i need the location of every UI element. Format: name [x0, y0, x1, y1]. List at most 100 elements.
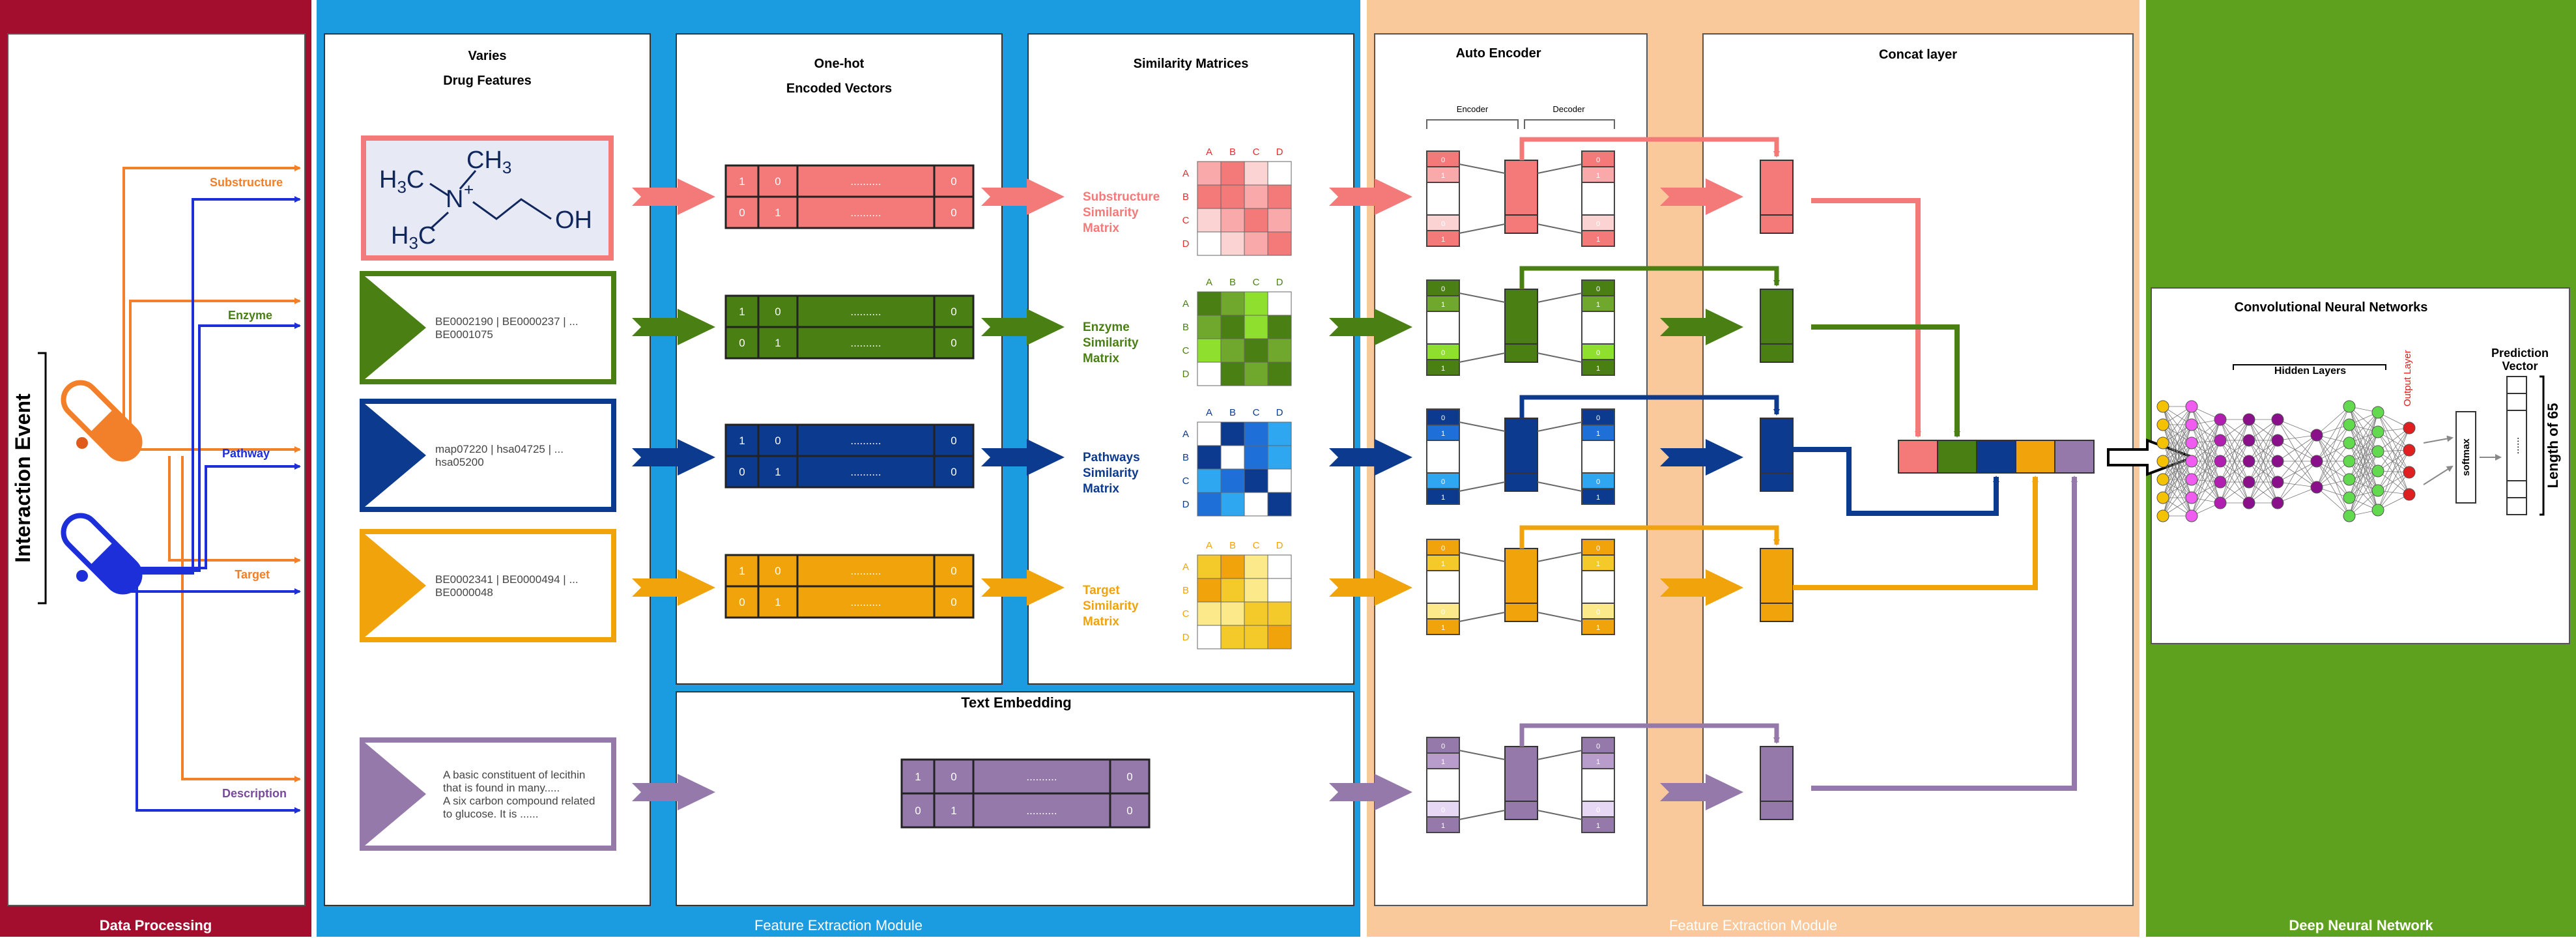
neuron	[2343, 436, 2356, 449]
svg-text:1: 1	[1441, 494, 1445, 502]
svg-text:C: C	[1182, 476, 1190, 487]
neuron	[2185, 509, 2198, 522]
neuron	[2214, 455, 2227, 468]
header-onehot: One-hot	[814, 57, 865, 71]
svg-text:1: 1	[775, 466, 780, 478]
softmax-label: softmax	[2461, 438, 2472, 476]
feature-box-target: BE0002341 | BE0000494 | ...BE0000048	[360, 529, 616, 642]
svg-text:0: 0	[1596, 806, 1600, 814]
neuron	[2310, 481, 2323, 494]
neuron	[2343, 455, 2356, 468]
svg-text:..........: ..........	[1026, 771, 1057, 783]
svg-text:0: 0	[951, 306, 956, 318]
neuron	[2271, 413, 2284, 426]
prediction-label-1: Prediction	[2491, 347, 2549, 360]
svg-text:1: 1	[1596, 365, 1600, 373]
svg-text:0: 0	[1596, 220, 1600, 228]
neuron	[2242, 413, 2255, 426]
feature-text: BE0002190 | BE0000237 | ...	[435, 315, 579, 328]
svg-text:0: 0	[739, 207, 745, 219]
svg-text:1: 1	[951, 805, 956, 817]
svg-text:0: 0	[1441, 478, 1445, 486]
svg-text:0: 0	[1441, 608, 1445, 616]
feature-text: to glucose. It is ......	[443, 808, 538, 820]
neuron	[2371, 484, 2384, 497]
svg-text:0: 0	[1596, 608, 1600, 616]
feature-extraction-label: Feature Extraction Module	[754, 917, 923, 933]
svg-text:0: 0	[739, 337, 745, 349]
arrow-onehot-target	[981, 569, 1065, 606]
similarity-label: Enzyme	[1083, 320, 1130, 334]
neuron	[2242, 476, 2255, 489]
neuron	[2371, 445, 2384, 458]
svg-text:0: 0	[1441, 349, 1445, 357]
svg-text:0: 0	[1126, 771, 1132, 783]
neuron	[2156, 436, 2169, 449]
neuron	[2185, 436, 2198, 449]
svg-text:..........: ..........	[850, 466, 881, 478]
svg-text:1: 1	[1441, 236, 1445, 244]
similarity-label: Substructure	[1083, 190, 1160, 204]
similarity-label: Similarity	[1083, 336, 1139, 350]
arrow-feature-substructure	[632, 178, 715, 215]
svg-text:1: 1	[1441, 301, 1445, 309]
feature-text: A six carbon compound related	[443, 795, 595, 807]
arrow-onehot-pathway	[981, 439, 1065, 476]
svg-text:0: 0	[1596, 478, 1600, 486]
feature-text: BE0001075	[435, 328, 493, 341]
concat-cell-pathway	[1976, 440, 2016, 474]
arrow-ae-pathway	[1660, 439, 1743, 476]
arrow-onehot-enzyme	[981, 309, 1065, 345]
similarity-label: Matrix	[1083, 221, 1119, 235]
similarity-label: Pathways	[1083, 451, 1140, 464]
arrow-ae-enzyme	[1660, 309, 1743, 345]
svg-text:D: D	[1276, 277, 1283, 288]
svg-text:C: C	[1253, 407, 1260, 418]
header-concat: Concat layer	[1879, 48, 1957, 62]
svg-text:1: 1	[775, 337, 780, 349]
svg-text:0: 0	[1441, 743, 1445, 750]
svg-text:0: 0	[775, 565, 780, 577]
svg-text:CH3: CH3	[466, 147, 511, 177]
svg-text:1: 1	[739, 306, 745, 318]
svg-text:0: 0	[1596, 743, 1600, 750]
svg-text:0: 0	[951, 207, 956, 219]
neuron	[2156, 509, 2169, 522]
svg-text:B: B	[1182, 192, 1189, 203]
svg-text:1: 1	[1441, 822, 1445, 830]
neuron	[2214, 476, 2227, 489]
svg-text:1: 1	[739, 175, 745, 188]
concat-cell-enzyme	[1937, 440, 1977, 474]
svg-text:A: A	[1206, 407, 1212, 418]
svg-text:0: 0	[951, 337, 956, 349]
svg-text:C: C	[1182, 608, 1190, 620]
neuron	[2343, 491, 2356, 504]
svg-text:..........: ..........	[850, 434, 881, 447]
svg-text:0: 0	[951, 771, 956, 783]
svg-text:1: 1	[1441, 758, 1445, 766]
neuron	[2156, 491, 2169, 504]
neuron	[2214, 413, 2227, 426]
header-autoencoder: Auto Encoder	[1455, 46, 1541, 61]
neuron	[2214, 434, 2227, 447]
similarity-label: Matrix	[1083, 352, 1119, 365]
svg-text:0: 0	[1441, 156, 1445, 164]
svg-text:..........: ..........	[850, 596, 881, 608]
route-label-substructure: Substructure	[210, 176, 283, 189]
svg-text:1: 1	[1441, 560, 1445, 568]
svg-text:0: 0	[1441, 806, 1445, 814]
svg-text:B: B	[1182, 322, 1189, 333]
svg-text:D: D	[1276, 147, 1283, 158]
svg-text:N: N	[446, 186, 463, 213]
svg-text:0: 0	[915, 805, 921, 817]
arrow-onehot-substructure	[981, 178, 1065, 215]
header-text-embedding: Text Embedding	[961, 694, 1072, 711]
